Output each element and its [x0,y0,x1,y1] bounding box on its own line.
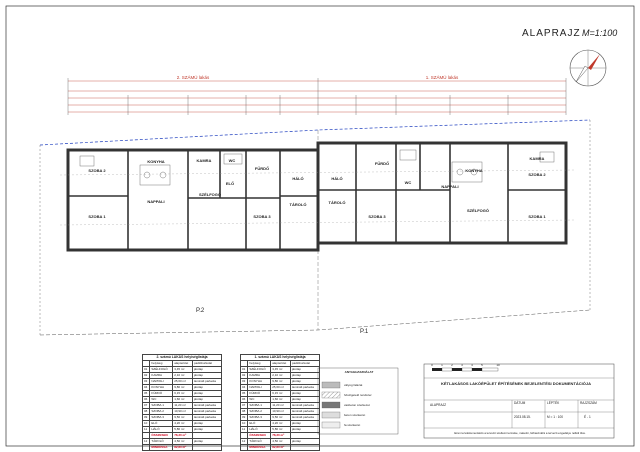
room-left-5: KAMRA [197,158,212,163]
table-cell [191,444,223,451]
room-right-3: SZOBA 2 [528,172,546,177]
date-value: 2023.08.15. [514,415,531,419]
room-right-9: HÁLÓ [331,176,342,181]
legend-item-1: hőszigetelő rendszer [344,393,372,397]
boundary-top [39,119,591,146]
copyright-footer: Ezen tervdokumentáció a tervező szellemi… [454,431,586,435]
sheet-name: ALAPRAJZ [430,403,447,407]
room-left-10: TÁROLÓ [290,202,307,207]
plot-label-right: P.1 [360,329,369,335]
scale-label: LÉPTÉK [547,401,560,405]
legend-item-4: fa szerkezet [344,423,361,427]
sheet-no-label: RAJZSZÁM [580,401,597,405]
room-right-5: WC [405,180,412,185]
interior-walls [68,143,566,250]
legend-title: ANYAGHASZNÁLAT [344,370,374,374]
scale-bar-4: 4 [471,363,473,367]
room-table-right: 1. számú LAKÁS helyiséglistája helyiség … [239,354,321,451]
scale-bar-1: 1 [441,363,443,367]
section-right-label: 1. SZÁMÚ lakás [426,74,459,80]
table-row: MINDÖSSZ.82,80 m² [141,444,223,451]
room-left-7: FÜRDŐ [255,166,269,171]
room-right-10: SZÉLFOGÓ [467,208,489,213]
table-cell: 82,80 m² [172,444,193,451]
room-left-6: WC [229,158,236,163]
room-right-0: FÜRDŐ [375,161,389,166]
table-cell: MINDÖSSZ. [149,444,174,451]
room-right-7: SZOBA 1 [528,214,546,219]
title-block-frame [423,363,615,439]
room-left-8: SZOBA 3 [253,214,271,219]
room-left-2: NAPPALI [147,199,164,204]
room-left-4: SZÉLFOGÓ [199,192,221,197]
table-row: MINDÖSSZ.82,80 m² [239,444,321,451]
legend-item-2: vasbeton szerkezet [344,403,370,407]
drawing-title: ALAPRAJZ [522,28,581,39]
sheet-no: É - 1 [584,415,591,419]
legend-item-0: vályog falazat [344,383,363,387]
dimension-ticks [67,78,567,115]
drawing-scale: M=1:100 [582,28,618,38]
room-right-8: TÁROLÓ [329,200,346,205]
north-arrow-icon [569,49,607,87]
project-heading: KÉTLAKÁSOS LAKÓÉPÜLET ÉPÍTÉSÉNEK BEJELEN… [440,381,591,386]
table-cell: 82,80 m² [270,444,291,451]
table-cell [289,444,321,451]
fixtures [79,149,555,186]
scale-bar-2: 2 [451,363,453,367]
scale-bar-0: 0 [431,363,433,367]
room-left-11: ELŐ [226,181,234,186]
room-right-1: KAMRA [530,156,545,161]
scale-bar-10: 10 [496,363,500,367]
room-left-9: HÁLÓ [292,176,303,181]
room-table-left: 2. számú LAKÁS helyiséglistája helyiség … [141,354,223,451]
section-left-label: 2. SZÁMÚ lakás [177,74,210,80]
table-cell: MINDÖSSZ. [247,444,272,451]
scale-bar [432,367,499,372]
room-right-6: NAPPALI [441,184,458,189]
sheet-border [5,5,635,447]
legend-item-3: beton szerkezet [344,413,366,417]
building-walls [66,141,568,252]
room-left-3: SZOBA 1 [88,214,106,219]
plot-label-left: P.2 [196,308,205,314]
room-right-4: SZOBA 3 [368,214,386,219]
date-label: DÁTUM [514,401,526,405]
table-cell [239,444,249,451]
scale-bar-3: 3 [461,363,463,367]
scale-bar-5: 5 [481,363,483,367]
scale-value: M = 1 : 100 [547,415,564,419]
room-left-0: SZOBA 2 [88,168,106,173]
room-right-2: KONYHA [465,168,482,173]
dimension-lines [68,80,566,113]
room-left-1: KONYHA [147,159,164,164]
table-cell [141,444,151,451]
legend-swatches [321,381,341,429]
